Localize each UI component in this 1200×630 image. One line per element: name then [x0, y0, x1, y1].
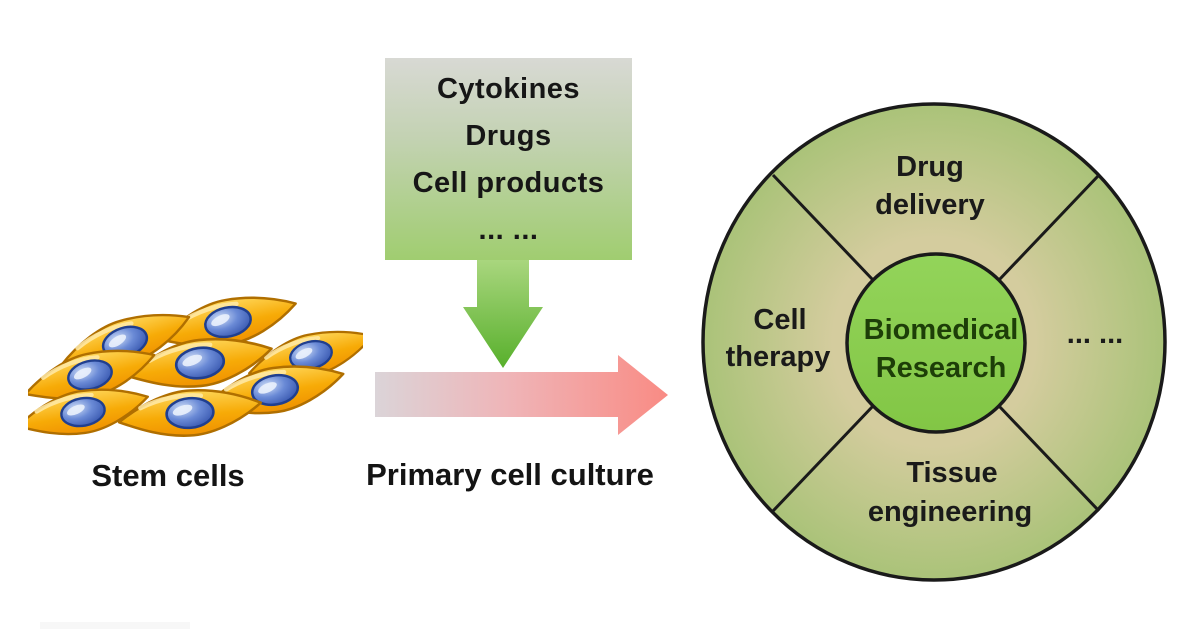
- watermark-bar: [40, 622, 190, 629]
- stem-cells-illustration: [28, 280, 363, 470]
- sector-tissue-line2: engineering: [868, 496, 1032, 528]
- sector-tissue-line1: Tissue: [906, 457, 997, 489]
- center-label-line2: Research: [876, 352, 1007, 384]
- sector-drug-line2: delivery: [875, 189, 985, 221]
- stem-cells-label: Stem cells: [91, 458, 245, 493]
- primary-cell-culture-label: Primary cell culture: [366, 457, 654, 492]
- sector-drug-line1: Drug: [896, 151, 964, 183]
- wheel-dividers: [771, 173, 1101, 513]
- sector-cell-line1: Cell: [753, 304, 806, 336]
- center-label-line1: Biomedical: [864, 314, 1019, 346]
- down-arrow-icon: [463, 260, 543, 368]
- factors-box: Cytokines Drugs Cell products ... ...: [385, 58, 632, 260]
- sector-cell-line2: therapy: [726, 341, 831, 373]
- factors-line-drugs: Drugs: [465, 120, 552, 152]
- factors-line-ellipsis: ... ...: [478, 214, 539, 246]
- factors-line-cytokines: Cytokines: [436, 73, 581, 105]
- sector-ellipsis: ... ...: [1067, 318, 1123, 350]
- right-arrow-icon: [375, 355, 668, 435]
- biomedical-research-wheel: Drug delivery Cell therapy ... ... Tissu…: [701, 102, 1167, 582]
- wheel-center-circle: [845, 252, 1027, 434]
- factors-line-cell-products: Cell products: [412, 167, 605, 199]
